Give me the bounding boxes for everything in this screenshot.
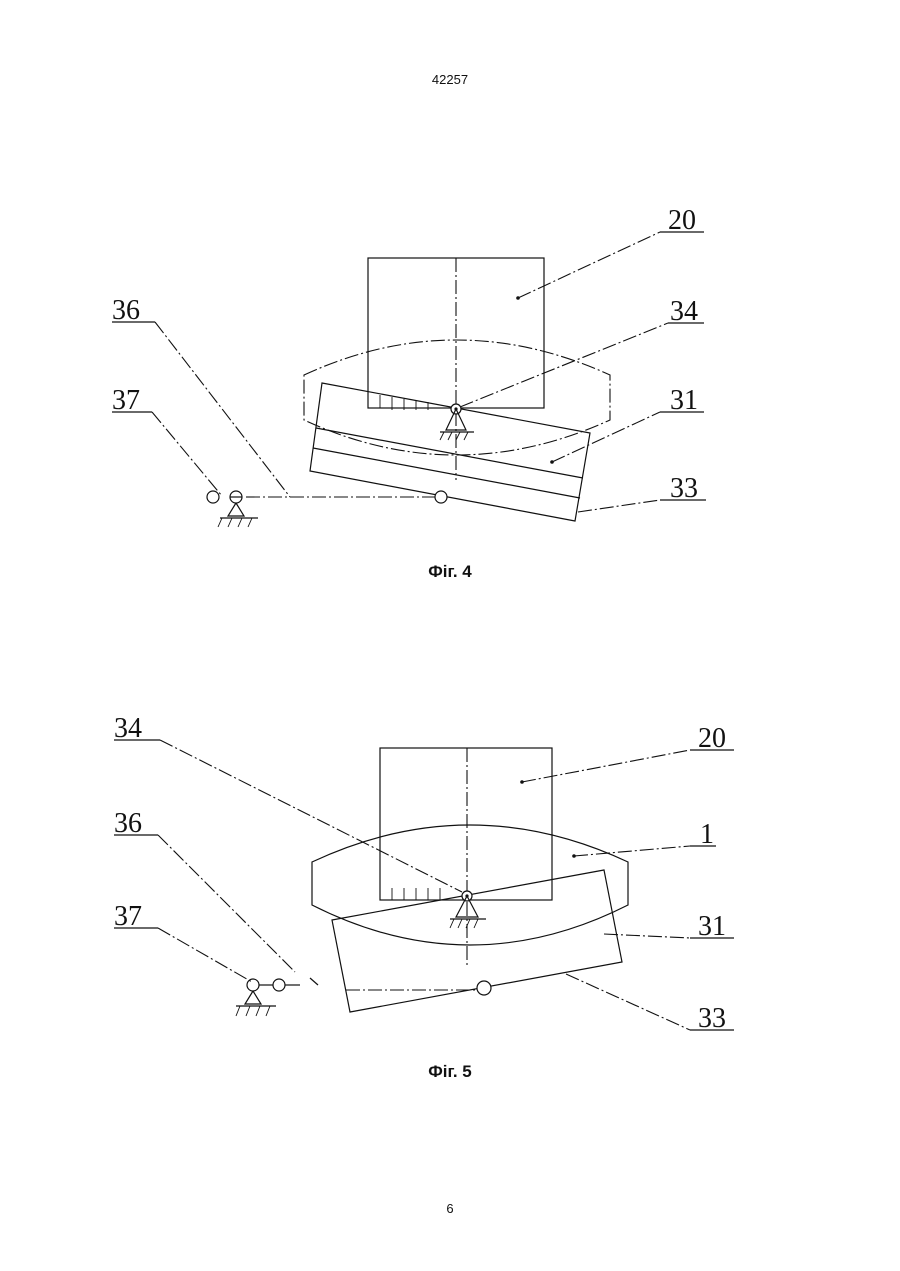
fig5-label-36: 36 <box>114 808 142 839</box>
fig5-joint <box>477 981 491 995</box>
fig5-label-31: 31 <box>698 911 726 942</box>
fig5-support-37 <box>236 979 300 1016</box>
fig5-pivot-34 <box>450 891 486 928</box>
fig5-label-37: 37 <box>114 901 142 932</box>
fig4-label-20: 20 <box>668 205 696 236</box>
fig4-pivot-34 <box>440 404 474 440</box>
fig5-label-1: 1 <box>700 819 714 850</box>
fig4-platform-31 <box>310 383 590 521</box>
fig5-label-33: 33 <box>698 1003 726 1034</box>
fig4-label-34: 34 <box>670 296 698 327</box>
fig5-hatch <box>392 888 440 900</box>
fig4-label-36: 36 <box>112 295 140 326</box>
fig4-block-20 <box>368 258 544 480</box>
figure-5-drawing: 34 20 36 1 37 31 33 <box>0 700 900 1050</box>
document-number: 42257 <box>0 72 900 87</box>
fig4-label-31: 31 <box>670 385 698 416</box>
fig5-block-20 <box>380 748 552 965</box>
fig4-rod-36 <box>246 491 447 503</box>
page-number: 6 <box>0 1201 900 1216</box>
fig5-leaders <box>114 740 734 1030</box>
fig5-label-34: 34 <box>114 713 142 744</box>
figure-4-caption: Фіг. 4 <box>0 562 900 582</box>
fig5-label-20: 20 <box>698 723 726 754</box>
fig4-label-37: 37 <box>112 385 140 416</box>
fig4-support-37 <box>207 491 258 527</box>
fig5-disk-1 <box>312 825 628 945</box>
figure-4-drawing: 20 34 36 37 31 33 <box>0 190 900 550</box>
fig4-leaders <box>112 232 706 512</box>
fig4-label-33: 33 <box>670 473 698 504</box>
figure-5-caption: Фіг. 5 <box>0 1062 900 1082</box>
